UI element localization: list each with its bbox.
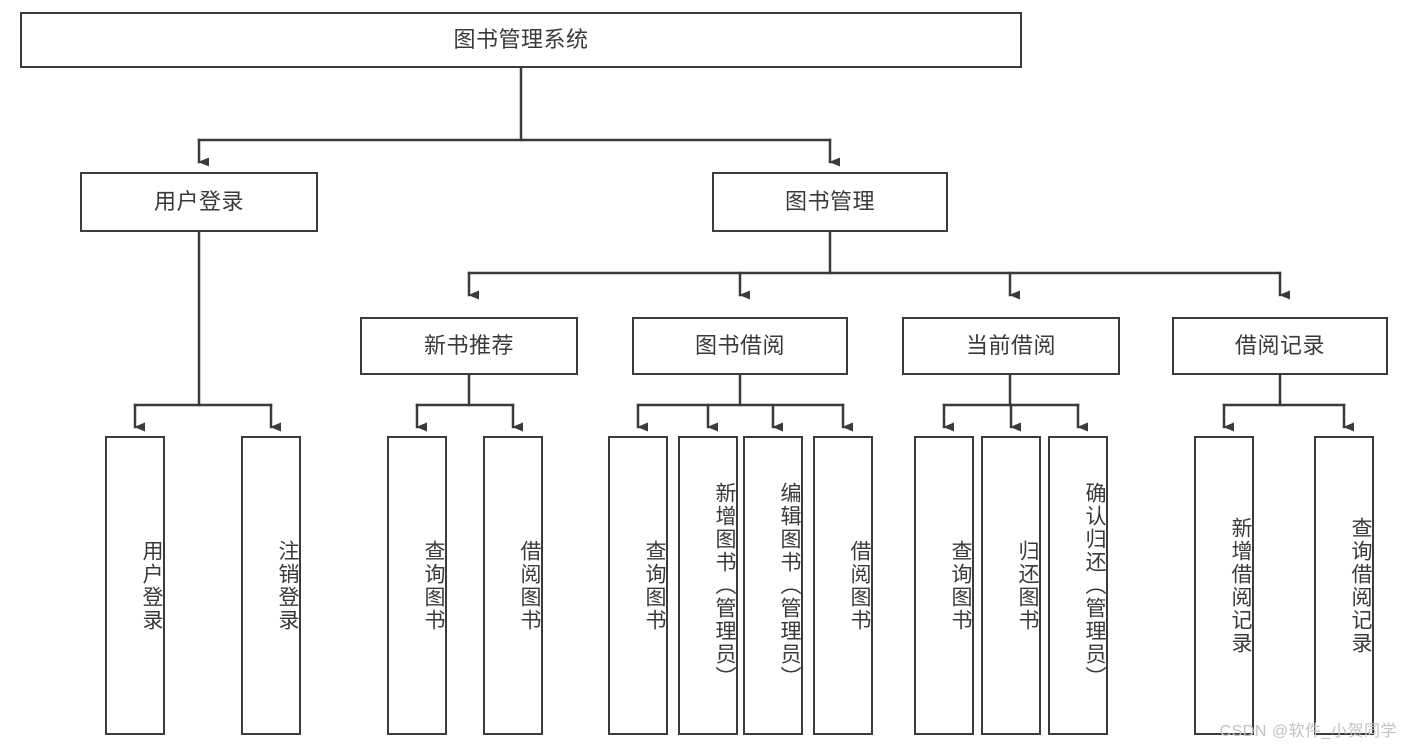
leaf-current-borrow-return-book[interactable]: 归还图书 xyxy=(981,436,1041,735)
node-label: 查询图书 xyxy=(949,539,972,632)
leaf-book-borrow-add-book-admin[interactable]: 新增图书（管理员） xyxy=(678,436,738,735)
node-label: 查询图书 xyxy=(643,539,666,632)
leaf-current-borrow-query-book[interactable]: 查询图书 xyxy=(914,436,974,735)
node-label: 确认归还（管理员） xyxy=(1083,482,1106,689)
leaf-book-borrow-borrow-book[interactable]: 借阅图书 xyxy=(813,436,873,735)
leaf-borrow-record-query-record[interactable]: 查询借阅记录 xyxy=(1314,436,1374,735)
csdn-watermark: CSDN @软件_小贺同学 xyxy=(1219,723,1397,740)
leaf-book-borrow-edit-book-admin[interactable]: 编辑图书（管理员） xyxy=(743,436,803,735)
node-label: 新增图书（管理员） xyxy=(713,482,736,689)
node-label: 借阅图书 xyxy=(518,539,541,632)
node-label: 用户登录 xyxy=(140,539,163,632)
node-label: 图书借阅 xyxy=(694,333,785,359)
leaf-current-borrow-confirm-return-admin[interactable]: 确认归还（管理员） xyxy=(1048,436,1108,735)
node-label: 借阅图书 xyxy=(848,539,871,632)
node-current-borrow[interactable]: 当前借阅 xyxy=(902,317,1120,375)
node-label: 图书管理 xyxy=(784,189,875,215)
node-label: 查询图书 xyxy=(422,539,445,632)
node-label: 注销登录 xyxy=(276,539,299,632)
node-label: 查询借阅记录 xyxy=(1349,516,1372,655)
node-root-book-management-system[interactable]: 图书管理系统 xyxy=(20,12,1022,68)
node-label: 归还图书 xyxy=(1016,539,1039,632)
node-new-book-recommend[interactable]: 新书推荐 xyxy=(360,317,578,375)
node-label: 当前借阅 xyxy=(965,333,1056,359)
leaf-book-borrow-query-book[interactable]: 查询图书 xyxy=(608,436,668,735)
node-borrow-record[interactable]: 借阅记录 xyxy=(1172,317,1388,375)
node-label: 新增借阅记录 xyxy=(1229,516,1252,655)
node-label: 新书推荐 xyxy=(423,333,514,359)
leaf-new-book-query-book[interactable]: 查询图书 xyxy=(387,436,447,735)
node-label: 图书管理系统 xyxy=(453,27,589,53)
leaf-borrow-record-add-record[interactable]: 新增借阅记录 xyxy=(1194,436,1254,735)
node-user-login[interactable]: 用户登录 xyxy=(80,172,318,232)
node-label: 借阅记录 xyxy=(1234,333,1325,359)
node-label: 编辑图书（管理员） xyxy=(778,482,801,689)
leaf-new-book-borrow-book[interactable]: 借阅图书 xyxy=(483,436,543,735)
leaf-user-login-login[interactable]: 用户登录 xyxy=(105,436,165,735)
leaf-user-login-logout[interactable]: 注销登录 xyxy=(241,436,301,735)
node-label: 用户登录 xyxy=(153,189,244,215)
node-book-management[interactable]: 图书管理 xyxy=(712,172,948,232)
node-book-borrow[interactable]: 图书借阅 xyxy=(632,317,848,375)
